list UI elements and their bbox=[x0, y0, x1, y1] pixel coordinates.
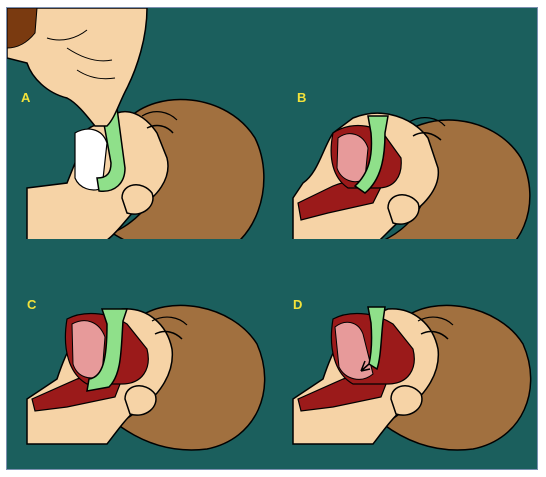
airway-insertion-figure: A B C bbox=[6, 7, 538, 470]
panel-d: D bbox=[273, 239, 538, 470]
tongue bbox=[337, 134, 368, 182]
panel-label: A bbox=[21, 90, 30, 105]
panel-label: D bbox=[293, 297, 302, 312]
panel-c-illustration bbox=[7, 239, 273, 470]
panel-b: B bbox=[273, 8, 538, 239]
tongue bbox=[72, 321, 105, 378]
panel-c: C bbox=[7, 239, 273, 470]
panel-label: C bbox=[27, 297, 36, 312]
panel-a-illustration bbox=[7, 8, 273, 239]
panel-label: B bbox=[297, 90, 306, 105]
panel-d-illustration bbox=[273, 239, 538, 470]
panel-b-illustration bbox=[273, 8, 538, 239]
panel-a: A bbox=[7, 8, 273, 239]
